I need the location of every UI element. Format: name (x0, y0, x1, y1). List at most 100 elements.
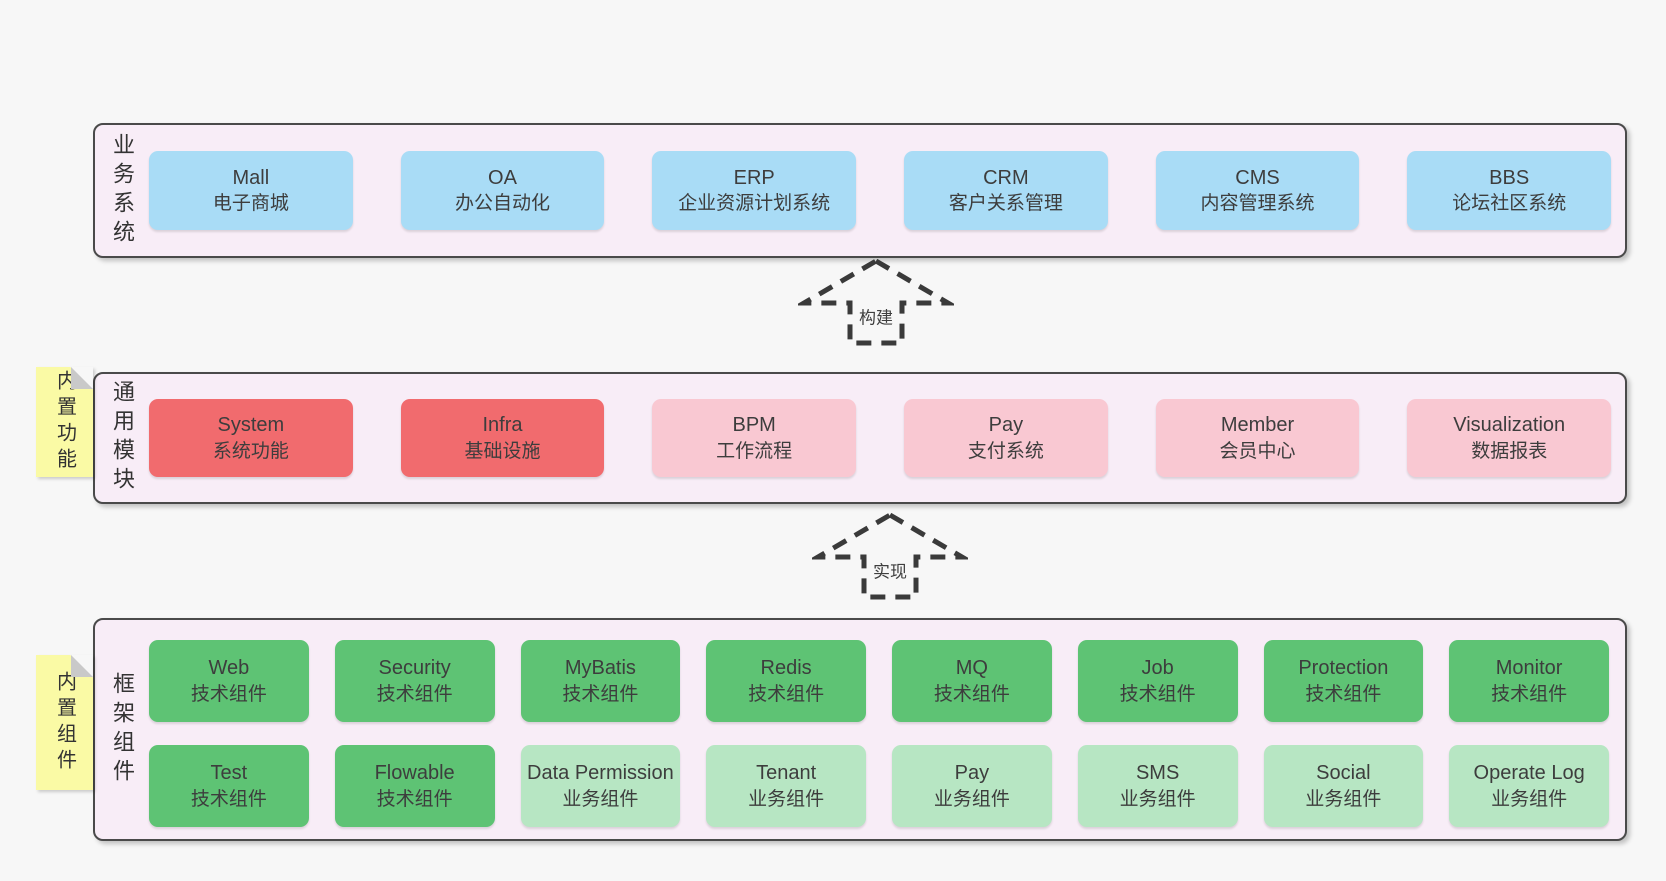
framework-components-grid: Web 技术组件 Security 技术组件 MyBatis 技术组件 Redi… (149, 620, 1625, 839)
common-modules-row: System 系统功能 Infra 基础设施 BPM 工作流程 Pay 支付系统… (149, 374, 1625, 502)
build-arrow: 构建 (798, 256, 954, 348)
box-name: BPM (732, 414, 776, 437)
box-desc: 业务组件 (748, 788, 825, 810)
box-mq: MQ 技术组件 (892, 640, 1052, 722)
box-crm: CRM 客户关系管理 (904, 151, 1108, 230)
box-desc: 系统功能 (212, 440, 289, 462)
box-desc: 基础设施 (464, 440, 541, 462)
box-name: Monitor (1495, 657, 1563, 680)
box-desc: 办公自动化 (455, 193, 551, 215)
common-modules-section: 通用模块 System 系统功能 Infra 基础设施 BPM 工作流程 Pay… (93, 372, 1627, 504)
box-name: ERP (733, 166, 775, 189)
box-name: Protection (1298, 657, 1389, 680)
box-protection: Protection 技术组件 (1263, 640, 1424, 722)
box-name: Tenant (756, 762, 817, 785)
box-name: Infra (482, 414, 523, 437)
build-arrow-label: 构建 (856, 302, 896, 330)
box-desc: 业务组件 (1491, 788, 1568, 810)
box-tenant: Tenant 业务组件 (706, 745, 866, 827)
section-label: 业务系统 (110, 132, 135, 249)
box-bbs: BBS 论坛社区系统 (1407, 151, 1612, 230)
box-name: CRM (983, 166, 1029, 189)
box-cms: CMS 内容管理系统 (1155, 151, 1360, 230)
box-name: Operate Log (1473, 762, 1585, 785)
box-name: CMS (1235, 166, 1280, 189)
box-pay: Pay 支付系统 (904, 399, 1108, 477)
box-name: Mall (232, 166, 270, 189)
box-name: System (217, 414, 285, 437)
box-system: System 系统功能 (149, 399, 353, 477)
box-monitor: Monitor 技术组件 (1449, 640, 1609, 722)
implement-arrow-label: 实现 (870, 556, 910, 584)
box-desc: 技术组件 (748, 683, 825, 705)
implement-arrow: 实现 (812, 510, 968, 602)
box-test: Test 技术组件 (149, 745, 309, 827)
box-desc: 技术组件 (1491, 683, 1568, 705)
box-desc: 论坛社区系统 (1452, 193, 1567, 215)
box-member: Member 会员中心 (1155, 399, 1360, 477)
box-desc: 技术组件 (190, 683, 267, 705)
box-desc: 业务组件 (933, 788, 1010, 810)
box-erp: ERP 企业资源计划系统 (652, 151, 857, 230)
box-desc: 业务组件 (562, 788, 639, 810)
box-bpm: BPM 工作流程 (652, 399, 857, 477)
box-desc: 业务组件 (1119, 788, 1196, 810)
box-visualization: Visualization 数据报表 (1407, 399, 1612, 477)
box-name: OA (488, 166, 517, 189)
box-sms: SMS 业务组件 (1077, 745, 1238, 827)
box-redis: Redis 技术组件 (706, 640, 866, 722)
box-name: Pay (954, 762, 990, 785)
box-desc: 技术组件 (376, 683, 453, 705)
section-label: 框架组件 (110, 671, 135, 788)
box-desc: 技术组件 (562, 683, 639, 705)
box-desc: 技术组件 (376, 788, 453, 810)
box-name: SMS (1135, 762, 1180, 785)
box-operate-log: Operate Log 业务组件 (1449, 745, 1609, 827)
section-label: 通用模块 (110, 380, 135, 496)
builtin-components-note: 内置组件 (36, 655, 93, 790)
box-name: MyBatis (564, 657, 636, 680)
box-desc: 电子商城 (212, 193, 289, 215)
box-social: Social 业务组件 (1263, 745, 1424, 827)
framework-components-label-col: 框架组件 (95, 620, 149, 839)
box-pay-biz: Pay 业务组件 (892, 745, 1052, 827)
box-name: Security (378, 657, 451, 680)
business-systems-row: Mall 电子商城 OA 办公自动化 ERP 企业资源计划系统 CRM 客户关系… (149, 125, 1625, 256)
box-name: Web (208, 657, 250, 680)
box-oa: OA 办公自动化 (400, 151, 605, 230)
common-modules-label-col: 通用模块 (95, 374, 149, 502)
box-web: Web 技术组件 (149, 640, 309, 722)
box-flowable: Flowable 技术组件 (334, 745, 495, 827)
box-desc: 客户关系管理 (948, 193, 1063, 215)
note-label: 内置功能 (53, 370, 76, 474)
box-name: Job (1141, 657, 1174, 680)
box-name: Visualization (1453, 414, 1566, 437)
box-desc: 技术组件 (190, 788, 267, 810)
box-mybatis: MyBatis 技术组件 (520, 640, 681, 722)
box-desc: 数据报表 (1471, 440, 1548, 462)
box-desc: 企业资源计划系统 (678, 193, 831, 215)
box-desc: 内容管理系统 (1200, 193, 1315, 215)
note-label: 内置组件 (53, 670, 76, 775)
box-name: Test (210, 762, 248, 785)
box-name: Social (1316, 762, 1371, 785)
box-desc: 会员中心 (1219, 440, 1296, 462)
builtin-features-note: 内置功能 (36, 367, 93, 477)
box-name: Redis (760, 657, 812, 680)
framework-components-section: 框架组件 Web 技术组件 Security 技术组件 MyBatis 技术组件… (93, 618, 1627, 841)
box-name: BBS (1489, 166, 1530, 189)
box-name: Data Permission (527, 762, 674, 785)
box-name: Pay (988, 414, 1024, 437)
box-desc: 业务组件 (1305, 788, 1382, 810)
box-name: Member (1220, 414, 1295, 437)
box-desc: 技术组件 (1305, 683, 1382, 705)
box-data-permission: Data Permission 业务组件 (520, 745, 681, 827)
box-desc: 技术组件 (1119, 683, 1196, 705)
box-name: MQ (955, 657, 988, 680)
business-systems-section: 业务系统 Mall 电子商城 OA 办公自动化 ERP 企业资源计划系统 CRM… (93, 123, 1627, 258)
box-job: Job 技术组件 (1077, 640, 1238, 722)
box-desc: 支付系统 (967, 440, 1044, 462)
box-desc: 工作流程 (716, 440, 793, 462)
box-desc: 技术组件 (933, 683, 1010, 705)
box-mall: Mall 电子商城 (149, 151, 353, 230)
